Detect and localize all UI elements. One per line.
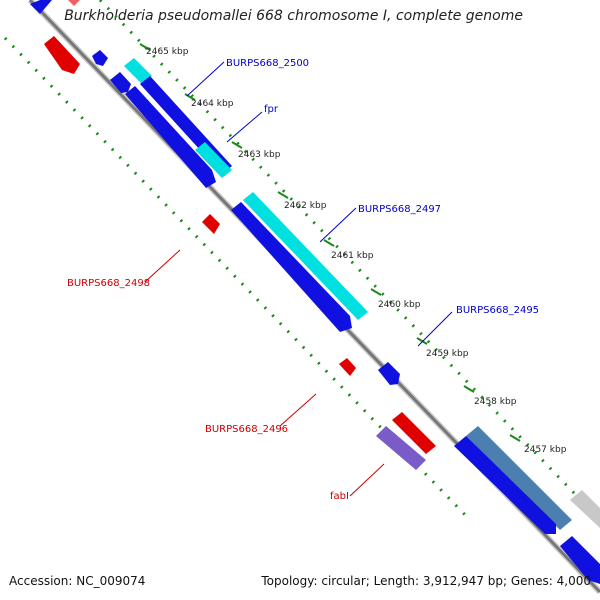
tick-label: 2465 kbp xyxy=(146,47,189,57)
cds-feature[interactable] xyxy=(392,412,436,454)
tick-label: 2460 kbp xyxy=(378,300,421,310)
gene-feature[interactable] xyxy=(466,426,572,530)
gene-feature[interactable] xyxy=(202,214,220,234)
gene-label[interactable]: fpr xyxy=(264,104,279,115)
cds-feature[interactable] xyxy=(125,86,216,188)
gene-feature[interactable] xyxy=(243,192,368,320)
topology-summary: Topology: circular; Length: 3,912,947 bp… xyxy=(261,574,591,588)
tick-marks xyxy=(139,43,521,442)
accession-text: Accession: NC_009074 xyxy=(9,574,146,588)
forward-features xyxy=(30,0,600,584)
gene-label[interactable]: BURPS668_2500 xyxy=(226,58,309,69)
gene-label[interactable]: fabI xyxy=(330,491,349,502)
cds-feature[interactable] xyxy=(454,436,556,534)
gene-label[interactable]: BURPS668_2495 xyxy=(456,305,539,316)
gene-label[interactable]: BURPS668_2496 xyxy=(205,424,288,435)
gene-feature[interactable] xyxy=(68,0,80,6)
gene-feature[interactable] xyxy=(570,490,600,528)
gene-feature[interactable] xyxy=(195,142,232,178)
tick-label: 2464 kbp xyxy=(191,99,234,109)
tick-label: 2457 kbp xyxy=(524,445,567,455)
gene-feature[interactable] xyxy=(124,58,152,84)
cds-feature[interactable] xyxy=(231,202,352,332)
gene-label[interactable]: BURPS668_2498 xyxy=(67,278,150,289)
gene-feature[interactable] xyxy=(30,0,52,14)
other-feature[interactable] xyxy=(376,426,426,470)
gene-feature[interactable] xyxy=(339,358,356,376)
reverse-features xyxy=(44,0,436,470)
label-leaders xyxy=(144,61,453,497)
cds-feature[interactable] xyxy=(560,536,600,584)
inner-ruler-line xyxy=(3,36,472,522)
map-title: Burkholderia pseudomallei 668 chromosome… xyxy=(64,8,523,24)
tick-label: 2458 kbp xyxy=(474,397,517,407)
tick-label: 2462 kbp xyxy=(284,201,327,211)
gene-label[interactable]: BURPS668_2497 xyxy=(358,204,441,215)
cds-feature[interactable] xyxy=(378,362,400,385)
tick-label: 2461 kbp xyxy=(331,251,374,261)
tick-label: 2459 kbp xyxy=(426,349,469,359)
cds-feature[interactable] xyxy=(110,72,131,93)
tick-label: 2463 kbp xyxy=(238,150,281,160)
gene-feature[interactable] xyxy=(92,50,108,66)
gene-feature[interactable] xyxy=(44,36,80,74)
